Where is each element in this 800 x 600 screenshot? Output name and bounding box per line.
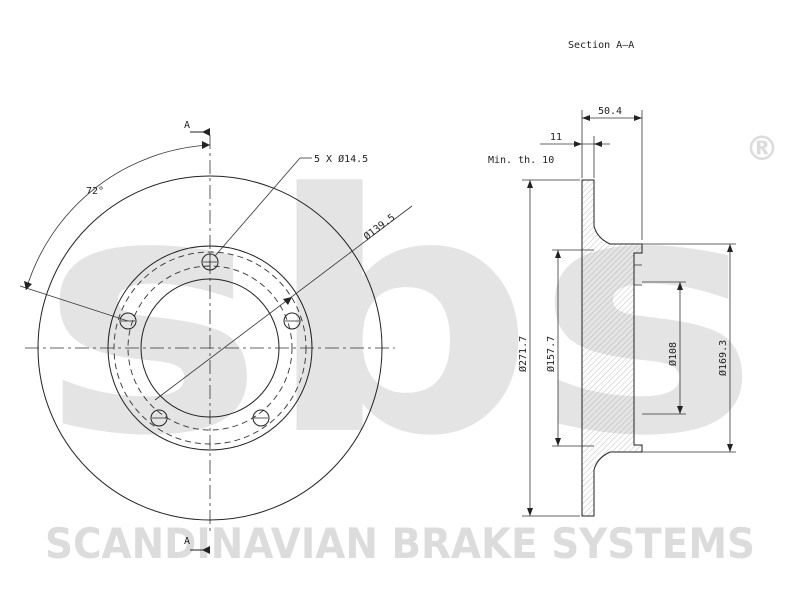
company-name-watermark: SCANDINAVIAN BRAKE SYSTEMS <box>45 519 755 568</box>
bolt-hole <box>252 409 270 427</box>
height-dimension: 50.4 <box>581 106 643 240</box>
disc-profile <box>581 179 643 517</box>
hat-dimension: Ø169.3 <box>642 243 736 453</box>
bolt-hole <box>119 312 137 330</box>
holes-label: 5 X Ø14.5 <box>314 153 368 165</box>
angle-dimension: 72° <box>19 141 211 322</box>
outer-diameter-label: Ø271.7 <box>517 336 529 372</box>
section-marker-top: A <box>184 120 210 136</box>
watermark: sbs ® SCANDINAVIAN BRAKE SYSTEMS <box>40 124 779 568</box>
section-letter-top: A <box>184 120 190 131</box>
angle-label: 72° <box>86 186 104 197</box>
section-marker-bottom: A <box>184 536 210 554</box>
height-label: 50.4 <box>598 106 622 117</box>
thickness-dimension: 11 <box>540 132 610 178</box>
center-bore <box>140 278 280 418</box>
sbs-logo-watermark: sbs <box>40 124 760 508</box>
bolt-hole <box>283 312 301 330</box>
min-thickness-label: Min. th. 10 <box>488 155 554 166</box>
registered-mark: ® <box>745 129 779 169</box>
inner-diameter-dimension: Ø157.7 <box>545 249 594 447</box>
outer-diameter-dimension: Ø271.7 <box>517 179 580 517</box>
inner-diameter-label: Ø157.7 <box>545 336 557 372</box>
bolt-hole <box>201 253 219 271</box>
section-view: Section A–A 50.4 11 Min. th. 10 <box>488 40 736 517</box>
hat-diameter-label: Ø169.3 <box>717 340 729 376</box>
bore-label: Ø108 <box>667 342 679 366</box>
thickness-label: 11 <box>550 132 562 143</box>
bolt-holes <box>119 253 301 427</box>
section-letter-bottom: A <box>184 536 190 547</box>
section-title: Section A–A <box>568 40 634 51</box>
hat-hidden-edge <box>113 251 307 445</box>
bolt-hole <box>150 409 168 427</box>
disc-outer-edge <box>37 175 383 521</box>
holes-leader: 5 X Ø14.5 <box>214 153 368 257</box>
bore-dimension: Ø108 <box>642 281 686 415</box>
friction-ring-inner-edge <box>107 245 313 451</box>
